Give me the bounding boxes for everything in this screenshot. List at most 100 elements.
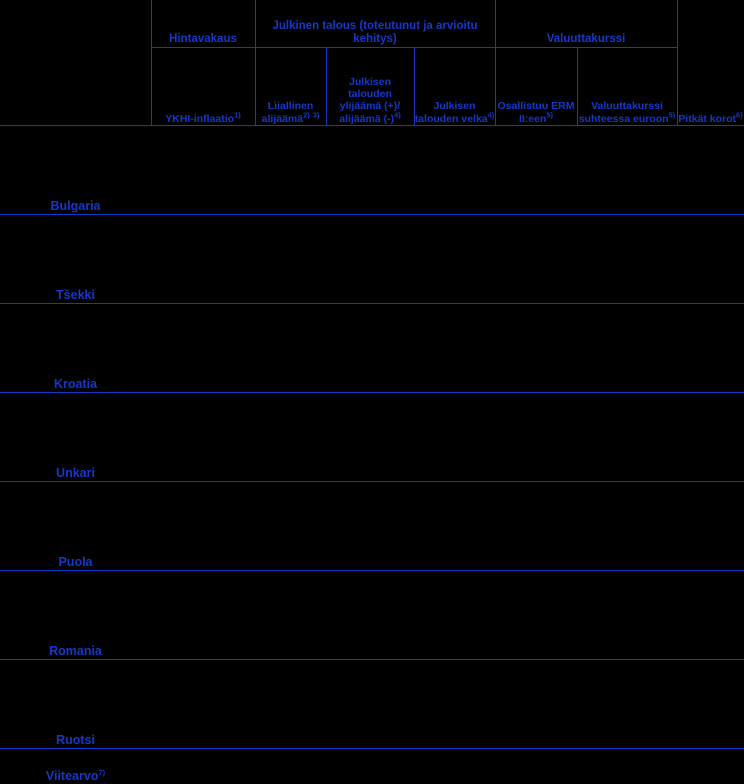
cell-hicp-inflation [151,571,255,660]
table-row: Bulgaria [0,126,744,215]
cell-erm-participation [495,304,577,393]
header-group-row: Hintavakaus Julkinen talous (toteutunut … [0,0,744,48]
row-label-cell: Kroatia [0,304,151,393]
cell-government-balance [326,215,414,304]
cell-exchange-rate-vs-euro [577,660,677,749]
cell-government-debt [414,304,495,393]
cell-government-debt [414,660,495,749]
table-row: Tšekki [0,215,744,304]
cell-hicp-inflation [151,126,255,215]
cell-excessive-deficit [255,660,326,749]
header-government-debt: Julkisen talouden velka4) [414,48,495,126]
header-debt-label: Julkisen talouden velka [415,100,488,124]
header-group-exchange-rate: Valuuttakurssi [495,0,677,48]
cell-exchange-rate-vs-euro [577,126,677,215]
row-label: Romania [49,644,102,658]
cell-exchange-rate-vs-euro [577,393,677,482]
cell-erm-participation [495,571,577,660]
header-exchange-rate-vs-euro: Valuuttakurssi suhteessa euroon5) [577,48,677,126]
header-column-row: YKHI-inflaatio1) Liiallinen alijäämä2) 3… [0,48,744,126]
row-label: Puola [58,555,92,569]
footnote-marker-5b: 5) [669,110,676,119]
table-row: Kroatia [0,304,744,393]
cell-exchange-rate-vs-euro [577,215,677,304]
cell-excessive-deficit [255,571,326,660]
cell-erm-participation [495,660,577,749]
header-group-public-finances: Julkinen talous (toteutunut ja arvioitu … [255,0,495,48]
cell-hicp-inflation [151,215,255,304]
row-label: Unkari [56,466,95,480]
footnote-marker-6: 6) [736,110,743,119]
cell-hicp-inflation [151,482,255,571]
footnote-marker-2: 2) [303,110,310,119]
cell-long-term-interest-rates [677,304,744,393]
header-excessive-deficit: Liiallinen alijäämä2) 3) [255,48,326,126]
row-label: Bulgaria [50,199,100,213]
row-label-cell: Puola [0,482,151,571]
cell-long-term-interest-rates [677,215,744,304]
cell-government-balance [326,126,414,215]
cell-government-balance [326,571,414,660]
header-erm-label: Osallistuu ERM II:een [497,100,574,124]
cell-excessive-deficit [255,749,326,784]
cell-erm-participation [495,393,577,482]
row-label-cell: Bulgaria [0,126,151,215]
cell-excessive-deficit [255,304,326,393]
row-label-cell: Tšekki [0,215,151,304]
cell-long-term-interest-rates [677,571,744,660]
header-group-price-stability: Hintavakaus [151,0,255,48]
cell-government-balance [326,304,414,393]
header-long-term-interest-rates: Pitkät korot6) [677,48,744,126]
cell-excessive-deficit [255,126,326,215]
cell-long-term-interest-rates [677,482,744,571]
reference-value-row: Viitearvo7) [0,749,744,784]
footnote-marker-4a: 4) [394,110,401,119]
cell-government-balance [326,482,414,571]
header-country-column [0,48,151,126]
row-label-cell: Unkari [0,393,151,482]
cell-government-debt [414,749,495,784]
footnote-marker-7: 7) [98,768,105,777]
cell-hicp-inflation [151,393,255,482]
row-label-cell: Viitearvo7) [0,749,151,784]
table-row: Puola [0,482,744,571]
footnote-marker-3: 3) [313,110,320,119]
cell-government-debt [414,482,495,571]
cell-hicp-inflation [151,304,255,393]
cell-government-debt [414,215,495,304]
cell-long-term-interest-rates [677,126,744,215]
row-label-cell: Ruotsi [0,660,151,749]
row-label: Viitearvo [46,769,99,783]
row-label: Tšekki [56,288,95,302]
cell-erm-participation [495,215,577,304]
footnote-marker-1: 1) [234,110,241,119]
header-hicp-inflation: YKHI-inflaatio1) [151,48,255,126]
cell-government-debt [414,571,495,660]
footnote-marker-5a: 5) [546,110,553,119]
cell-hicp-inflation [151,660,255,749]
cell-erm-participation [495,482,577,571]
header-ltir-label: Pitkät korot [678,113,736,125]
cell-government-balance [326,749,414,784]
cell-exchange-rate-vs-euro [577,571,677,660]
table-row: Unkari [0,393,744,482]
header-fx-label: Valuuttakurssi suhteessa euroon [579,100,669,124]
cell-exchange-rate-vs-euro [577,482,677,571]
header-government-balance: Julkisen talouden ylijäämä (+)/ alijäämä… [326,48,414,126]
cell-long-term-interest-rates [677,660,744,749]
table-row: Romania [0,571,744,660]
header-balance-label: Julkisen talouden ylijäämä (+)/ alijäämä… [339,76,400,125]
table-header: Hintavakaus Julkinen talous (toteutunut … [0,0,744,126]
cell-excessive-deficit [255,215,326,304]
cell-government-debt [414,126,495,215]
table-row: Ruotsi [0,660,744,749]
cell-government-balance [326,393,414,482]
cell-long-term-interest-rates [677,393,744,482]
cell-hicp-inflation [151,749,255,784]
cell-government-balance [326,660,414,749]
cell-excessive-deficit [255,393,326,482]
cell-exchange-rate-vs-euro [577,749,677,784]
cell-government-debt [414,393,495,482]
